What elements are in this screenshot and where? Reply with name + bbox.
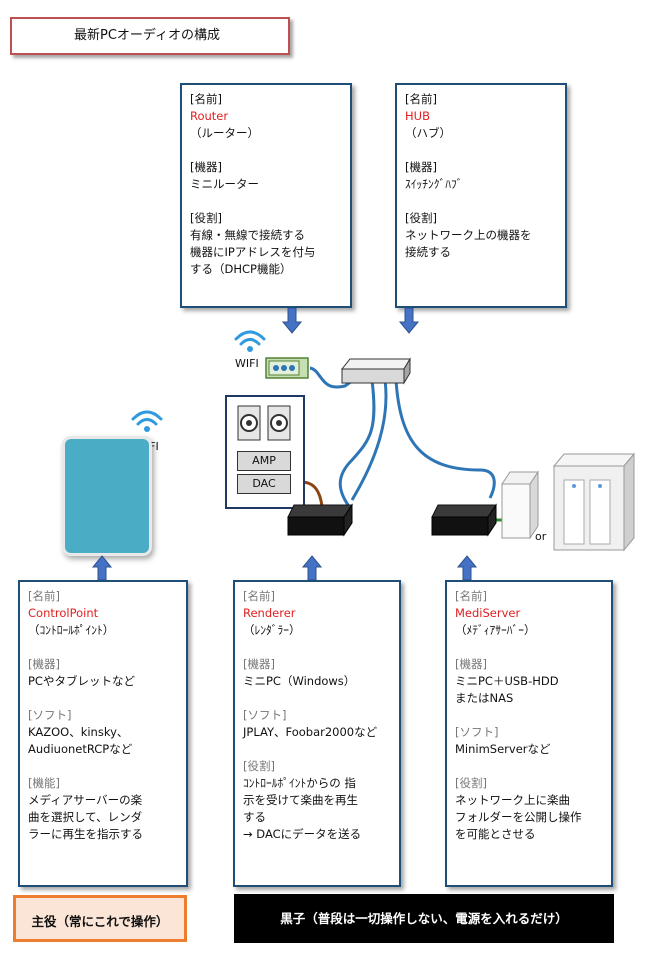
dac-label: DAC bbox=[237, 474, 291, 494]
renderer-up-arrow bbox=[302, 555, 322, 581]
page-title: 最新PCオーディオの構成 bbox=[10, 17, 290, 55]
router-name-kana: （ルーター） bbox=[190, 126, 259, 140]
controlpoint-device-heading: [機器] bbox=[28, 657, 60, 671]
controlpoint-info-box: [名前] ControlPoint （ｺﾝﾄﾛｰﾙﾎﾟｲﾝﾄ） [機器] PCや… bbox=[18, 580, 188, 887]
controlpoint-device: PCやタブレットなど bbox=[28, 674, 135, 688]
mediaserver-soft-heading: [ソフト] bbox=[455, 725, 499, 739]
mediaserver-up-arrow bbox=[457, 555, 477, 581]
renderer-role-line: する bbox=[243, 810, 266, 824]
tablet-icon bbox=[62, 436, 152, 556]
hub-down-arrow bbox=[399, 308, 419, 334]
mediaserver-soft: MinimServerなど bbox=[455, 742, 551, 756]
cable-router-hub bbox=[309, 366, 353, 389]
hub-name-kana: （ハブ） bbox=[405, 126, 451, 140]
renderer-name-heading: [名前] bbox=[243, 589, 275, 603]
router-role-line: する（DHCP機能） bbox=[190, 262, 292, 276]
controlpoint-soft-line: KAZOO、kinsky、 bbox=[28, 725, 129, 739]
router-name-heading: [名前] bbox=[190, 92, 222, 106]
router-role-line: 有線・無線で接続する bbox=[190, 228, 305, 242]
speaker-icon-left bbox=[237, 405, 261, 441]
renderer-role-line: → DACにデータを送る bbox=[243, 827, 362, 841]
mediaserver-device-line: ミニPC＋USB-HDD bbox=[455, 674, 559, 688]
controlpoint-name: ControlPoint bbox=[28, 606, 99, 620]
renderer-device: ミニPC（Windows） bbox=[243, 674, 356, 688]
router-name: Router bbox=[190, 109, 229, 123]
renderer-minipc-icon bbox=[287, 503, 353, 537]
speaker-icon-right bbox=[267, 405, 291, 441]
amp-dac-panel: AMP DAC bbox=[225, 395, 305, 509]
renderer-role-heading: [役割] bbox=[243, 759, 275, 773]
controlpoint-func-line: ラーに再生を指示する bbox=[28, 827, 143, 841]
main-role-label: 主役（常にこれで操作） bbox=[13, 895, 187, 942]
controlpoint-name-heading: [名前] bbox=[28, 589, 60, 603]
hub-device: ｽｲｯﾁﾝｸﾞﾊﾌﾞ bbox=[405, 177, 463, 191]
router-down-arrow bbox=[282, 308, 302, 334]
cable-hub-renderer bbox=[338, 379, 376, 506]
usb-hdd-icon bbox=[501, 470, 539, 540]
renderer-info-box: [名前] Renderer （ﾚﾝﾀﾞﾗｰ） [機器] ミニPC（Windows… bbox=[233, 580, 401, 887]
controlpoint-func-line: メディアサーバーの楽 bbox=[28, 793, 143, 807]
amp-label: AMP bbox=[237, 451, 291, 471]
hub-name: HUB bbox=[405, 109, 430, 123]
router-device-heading: [機器] bbox=[190, 160, 222, 174]
router-device: ミニルーター bbox=[190, 177, 259, 191]
mediaserver-role-heading: [役割] bbox=[455, 776, 487, 790]
renderer-soft: JPLAY、Foobar2000など bbox=[243, 725, 378, 739]
hub-role-line: ネットワーク上の機器を bbox=[405, 228, 532, 242]
mediaserver-name-heading: [名前] bbox=[455, 589, 487, 603]
renderer-name-kana: （ﾚﾝﾀﾞﾗｰ） bbox=[243, 623, 301, 637]
hub-name-heading: [名前] bbox=[405, 92, 437, 106]
renderer-role-line: 示を受けて楽曲を再生 bbox=[243, 793, 358, 807]
mediaserver-role-line: を可能とさせる bbox=[455, 827, 536, 841]
mediaserver-name: MediServer bbox=[455, 606, 521, 620]
mediaserver-name-kana: （ﾒﾃﾞｨｱｻｰﾊﾞｰ） bbox=[455, 623, 536, 637]
hub-info-box: [名前] HUB （ハブ） [機器] ｽｲｯﾁﾝｸﾞﾊﾌﾞ [役割] ネットワー… bbox=[395, 83, 567, 308]
mediaserver-minipc-icon bbox=[431, 503, 497, 537]
mediaserver-role-line: フォルダーを公開し操作 bbox=[455, 810, 582, 824]
or-label: or bbox=[535, 530, 547, 543]
background-role-label: 黒子（普段は一切操作しない、電源を入れるだけ） bbox=[234, 894, 614, 943]
cable-hub-renderer-2 bbox=[350, 379, 388, 501]
mediaserver-device-line: またはNAS bbox=[455, 691, 514, 705]
tablet-wifi-icon bbox=[131, 410, 163, 432]
controlpoint-name-kana: （ｺﾝﾄﾛｰﾙﾎﾟｲﾝﾄ） bbox=[28, 623, 115, 637]
controlpoint-soft-heading: [ソフト] bbox=[28, 708, 72, 722]
controlpoint-func-line: 曲を選択して、レンダ bbox=[28, 810, 143, 824]
cable-hub-mediaserver bbox=[394, 379, 496, 499]
hub-device-icon bbox=[340, 357, 411, 385]
mediaserver-role-line: ネットワーク上に楽曲 bbox=[455, 793, 570, 807]
renderer-role-line: ｺﾝﾄﾛｰﾙﾎﾟｲﾝﾄからの 指 bbox=[243, 776, 356, 790]
mediaserver-device-heading: [機器] bbox=[455, 657, 487, 671]
controlpoint-up-arrow bbox=[92, 555, 112, 581]
router-role-heading: [役割] bbox=[190, 211, 222, 225]
hub-role-heading: [役割] bbox=[405, 211, 437, 225]
router-info-box: [名前] Router （ルーター） [機器] ミニルーター [役割] 有線・無… bbox=[180, 83, 352, 308]
renderer-soft-heading: [ソフト] bbox=[243, 708, 287, 722]
renderer-name: Renderer bbox=[243, 606, 296, 620]
renderer-device-heading: [機器] bbox=[243, 657, 275, 671]
hub-role-line: 接続する bbox=[405, 245, 451, 259]
router-role-line: 機器にIPアドレスを付与 bbox=[190, 245, 316, 259]
hub-device-heading: [機器] bbox=[405, 160, 437, 174]
mediaserver-info-box: [名前] MediServer （ﾒﾃﾞｨｱｻｰﾊﾞｰ） [機器] ミニPC＋U… bbox=[445, 580, 613, 887]
wifi-icon bbox=[234, 330, 266, 352]
router-device-icon bbox=[265, 357, 309, 379]
controlpoint-func-heading: [機能] bbox=[28, 776, 60, 790]
router-wifi-label: WIFI bbox=[235, 357, 259, 370]
nas-icon bbox=[552, 452, 636, 552]
controlpoint-soft-line: AudiuonetRCPなど bbox=[28, 742, 133, 756]
